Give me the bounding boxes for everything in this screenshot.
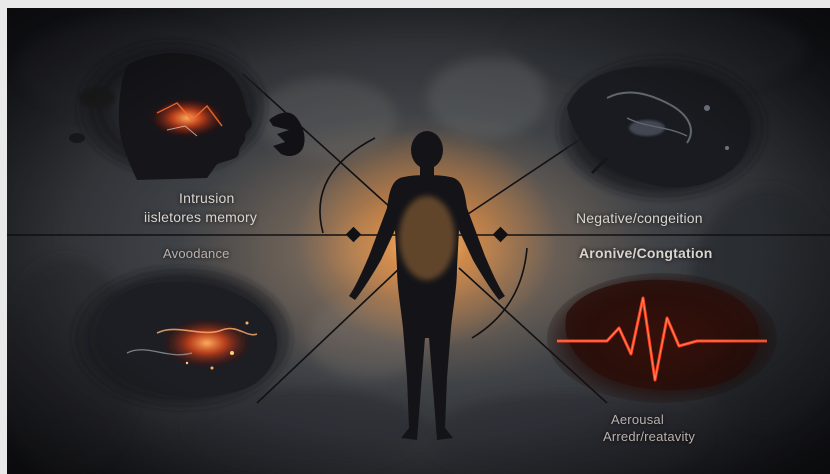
arousal-subtitle: Arredr/reatavity xyxy=(603,428,695,445)
arousal-cognition-label: Aronive/Congtation xyxy=(579,245,712,262)
avoidance-label: Avoodance xyxy=(163,245,230,262)
intrusion-title: Intrusion xyxy=(179,190,235,207)
illustration-canvas xyxy=(7,8,830,474)
arousal-title: Aerousal xyxy=(611,411,664,428)
negative-label: Negative/congeition xyxy=(576,210,703,227)
vignette xyxy=(7,8,830,474)
intrusion-subtitle: iisletores memory xyxy=(144,209,257,226)
illustration-frame: Intrusion iisletores memory Avoodance Ne… xyxy=(7,8,830,474)
